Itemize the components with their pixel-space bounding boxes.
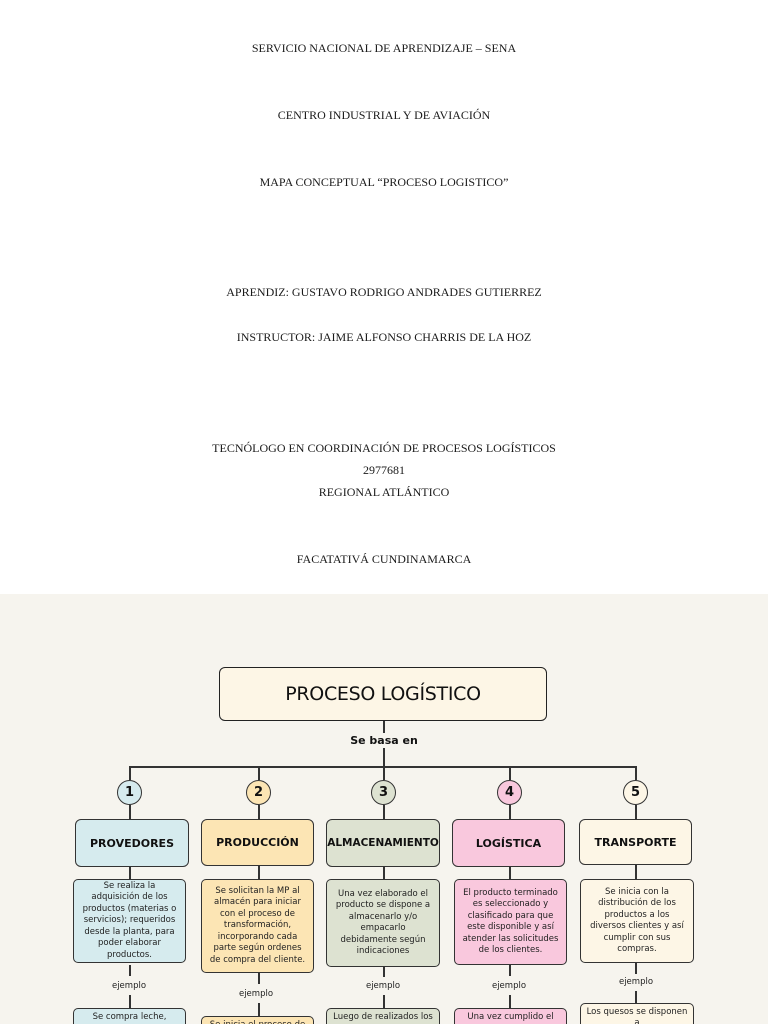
category-proveedores: PROVEDORES xyxy=(75,819,189,867)
program-code: 2977681 xyxy=(363,463,405,477)
example-box: Luego de realizados los xyxy=(326,1008,440,1024)
branch-line xyxy=(129,766,131,780)
branch-line xyxy=(635,766,637,780)
branch-line xyxy=(509,995,511,1008)
category-transporte: TRANSPORTE xyxy=(579,819,692,865)
description-box: Se solicitan la MP al almacén para inici… xyxy=(201,879,314,973)
concept-map: PROCESO LOGÍSTICO Se basa en 1 PROVEDORE… xyxy=(0,594,768,1024)
example-label: ejemplo xyxy=(238,989,274,999)
branch-line xyxy=(509,867,511,879)
branch-number: 4 xyxy=(497,780,522,805)
branch-number: 1 xyxy=(117,780,142,805)
example-label: ejemplo xyxy=(111,981,147,991)
branch-line xyxy=(129,867,131,879)
category-almacenamiento: ALMACENAMIENTO xyxy=(326,819,440,867)
cover-page: SERVICIO NACIONAL DE APRENDIZAJE – SENA … xyxy=(212,41,556,566)
institution-name: SERVICIO NACIONAL DE APRENDIZAJE – SENA xyxy=(251,41,517,55)
connector-label: Se basa en xyxy=(350,734,418,747)
branch-line xyxy=(509,805,511,819)
branch-line xyxy=(258,805,260,819)
branch-number: 5 xyxy=(623,780,648,805)
city-name: FACATATIVÁ CUNDINAMARCA xyxy=(296,552,472,566)
example-label: ejemplo xyxy=(491,981,527,991)
connector-line xyxy=(383,748,385,767)
description-box: Se realiza la adquisición de los product… xyxy=(73,879,186,963)
branch-line xyxy=(258,1003,260,1016)
branch-line xyxy=(509,965,511,976)
branch-line xyxy=(258,973,260,984)
connector-line xyxy=(383,721,385,733)
branch-line xyxy=(635,963,637,974)
branch-line xyxy=(509,766,511,780)
map-title: PROCESO LOGÍSTICO xyxy=(219,667,547,721)
branch-line xyxy=(383,967,385,977)
branch-line xyxy=(635,865,637,879)
branch-line xyxy=(383,805,385,819)
branch-number: 2 xyxy=(246,780,271,805)
branch-bar xyxy=(129,766,636,768)
document-title: MAPA CONCEPTUAL “PROCESO LOGISTICO” xyxy=(259,175,509,189)
branch-line xyxy=(383,766,385,780)
description-box: Una vez elaborado el producto se dispone… xyxy=(326,879,440,967)
branch-line xyxy=(129,965,131,976)
example-box: Se compra leche, xyxy=(73,1008,186,1024)
branch-line xyxy=(635,991,637,1003)
branch-line xyxy=(129,805,131,819)
branch-line xyxy=(258,766,260,780)
branch-line xyxy=(129,995,131,1008)
region-name: REGIONAL ATLÁNTICO xyxy=(318,485,450,499)
category-produccion: PRODUCCIÓN xyxy=(201,819,314,866)
instructor-name: INSTRUCTOR: JAIME ALFONSO CHARRIS DE LA … xyxy=(236,330,532,344)
center-name: CENTRO INDUSTRIAL Y DE AVIACIÓN xyxy=(277,108,491,122)
example-box: Los quesos se disponen a xyxy=(580,1003,694,1024)
program-name: TECNÓLOGO EN COORDINACIÓN DE PROCESOS LO… xyxy=(212,441,556,455)
description-box: Se inicia con la distribución de los pro… xyxy=(580,879,694,963)
category-logistica: LOGÍSTICA xyxy=(452,819,565,867)
branch-line xyxy=(383,995,385,1008)
example-label: ejemplo xyxy=(618,977,654,987)
example-box: Se inicia el proceso de xyxy=(201,1016,314,1024)
example-label: ejemplo xyxy=(365,981,401,991)
branch-line xyxy=(258,866,260,879)
branch-line xyxy=(635,805,637,819)
branch-number: 3 xyxy=(371,780,396,805)
description-box: El producto terminado es seleccionado y … xyxy=(454,879,567,965)
example-box: Una vez cumplido el xyxy=(454,1008,567,1024)
branch-line xyxy=(383,867,385,879)
student-name: APRENDIZ: GUSTAVO RODRIGO ANDRADES GUTIE… xyxy=(226,285,542,299)
